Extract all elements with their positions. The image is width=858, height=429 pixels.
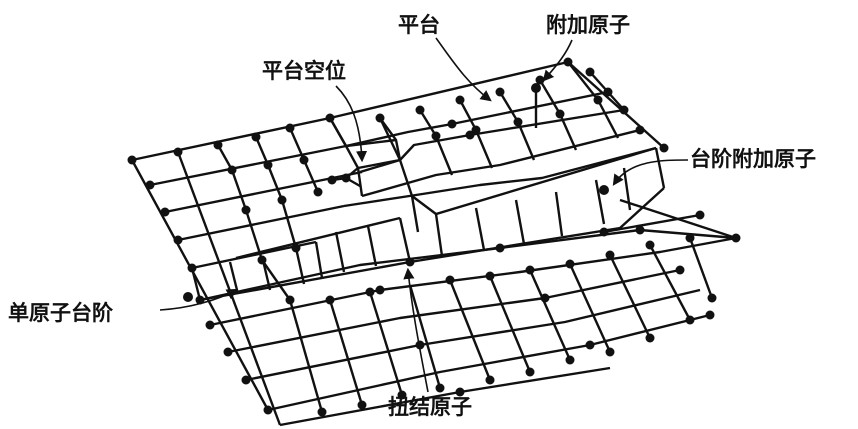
upper-terrace-grid <box>328 60 665 208</box>
leader-kink-atom <box>403 267 429 393</box>
label-terrace: 平台 <box>398 13 440 37</box>
label-step-adatom: 台阶附加原子 <box>690 147 816 171</box>
leader-terrace-vacancy <box>335 85 368 163</box>
step-risers <box>190 146 666 302</box>
label-monatomic-step: 单原子台阶 <box>8 301 114 325</box>
label-adatom: 附加原子 <box>546 13 630 37</box>
leader-terrace <box>435 37 492 102</box>
step-adatom-marker <box>599 185 609 195</box>
leader-adatom <box>542 39 573 82</box>
monatomic-step-atom <box>183 292 193 302</box>
label-terrace-vacancy: 平台空位 <box>262 59 346 83</box>
label-kink-atom: 扭结原子 <box>388 395 472 419</box>
leader-step-adatom <box>612 159 689 186</box>
atom-nodes <box>127 57 741 417</box>
leader-monatomic-step <box>159 288 238 311</box>
